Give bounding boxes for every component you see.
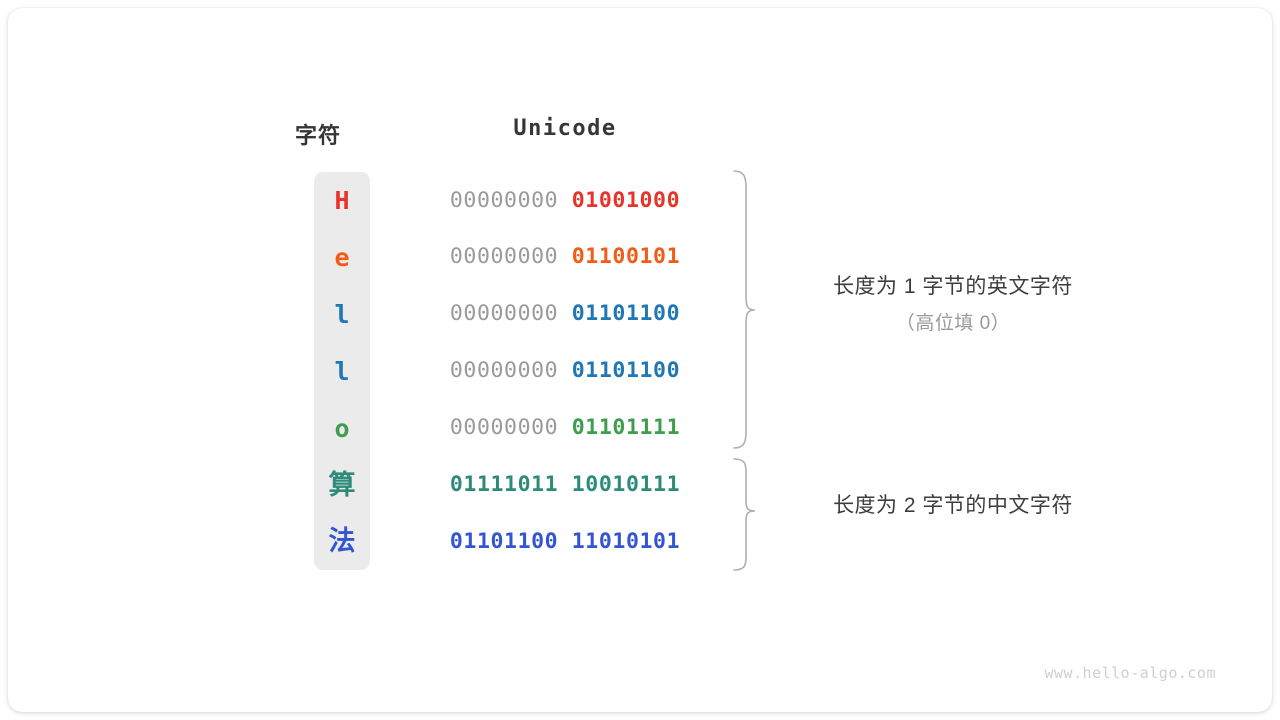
byte-separator: 0 <box>558 244 572 269</box>
high-byte: 00000000 <box>449 301 559 327</box>
annotation-two-byte: 长度为 2 字节的中文字符 <box>708 489 1198 519</box>
column-header-unicode: Unicode <box>513 116 617 141</box>
character-cell: e <box>314 229 370 286</box>
character-glyph: e <box>334 242 350 272</box>
character-glyph: o <box>334 413 350 443</box>
low-byte: 01101100 <box>571 358 681 384</box>
character-glyph: H <box>334 186 350 215</box>
low-byte: 01001000 <box>571 187 681 213</box>
high-byte: 01101100 <box>449 528 559 554</box>
character-glyph: l <box>334 299 350 329</box>
low-byte: 11010101 <box>571 528 681 554</box>
high-byte: 01111011 <box>449 472 559 497</box>
character-glyph: l <box>334 356 350 386</box>
low-byte: 01101100 <box>571 301 681 327</box>
character-cell: o <box>314 400 370 457</box>
column-header-character: 字符 <box>294 123 341 148</box>
low-byte: 01101111 <box>571 415 681 441</box>
byte-separator: 0 <box>558 301 572 326</box>
byte-separator: 0 <box>558 529 572 554</box>
byte-separator: 0 <box>558 472 572 497</box>
site-watermark: www.hello-algo.com <box>1044 664 1216 682</box>
byte-separator: 0 <box>558 415 572 440</box>
unicode-binary-row: 00000000001001000 <box>408 180 722 220</box>
high-byte: 00000000 <box>449 187 559 213</box>
high-byte: 00000000 <box>449 244 559 270</box>
character-cell: 算 <box>314 457 370 514</box>
character-cell: l <box>314 343 370 400</box>
character-cell: H <box>314 172 370 229</box>
low-byte: 10010111 <box>571 472 681 497</box>
byte-separator: 0 <box>558 358 572 383</box>
character-glyph: 法 <box>328 526 356 557</box>
high-byte: 00000000 <box>449 415 559 441</box>
unicode-binary-row: 01111011010010111 <box>408 465 722 505</box>
character-glyph: 算 <box>328 469 356 500</box>
character-cell: l <box>314 286 370 343</box>
character-column-background <box>314 172 370 570</box>
low-byte: 01100101 <box>571 244 681 270</box>
high-byte: 00000000 <box>449 358 559 384</box>
character-cell: 法 <box>314 513 370 570</box>
annotation-one-byte-secondary: （高位填 0） <box>895 313 1011 334</box>
unicode-binary-row: 01101100011010101 <box>408 521 722 561</box>
annotation-two-byte-primary: 长度为 2 字节的中文字符 <box>833 494 1073 517</box>
byte-separator: 0 <box>558 188 572 213</box>
annotation-one-byte: 长度为 1 字节的英文字符 （高位填 0） <box>708 270 1198 335</box>
annotation-one-byte-primary: 长度为 1 字节的英文字符 <box>833 275 1073 298</box>
